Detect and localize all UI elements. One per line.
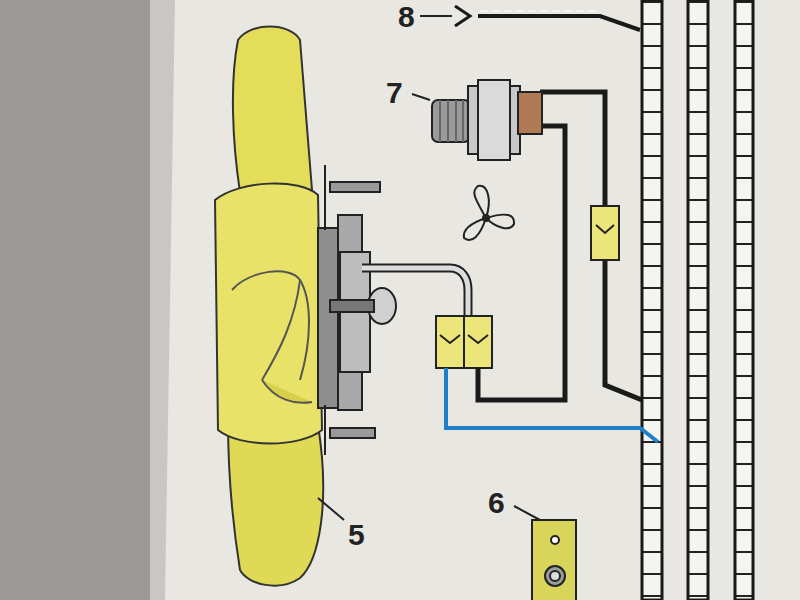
page-edge [150,0,175,600]
connector-8 [455,6,640,30]
wiring-harness [642,0,753,600]
ground-terminal [532,520,576,600]
motor-lead [362,268,468,318]
fan-impeller [215,27,323,586]
fan-symbol [464,186,514,240]
callout-number: 7 [386,78,403,108]
callout-number: 6 [488,488,505,518]
leader-lines [318,16,540,520]
black-wire [540,92,642,400]
temperature-switch [432,80,542,160]
callout-number: 8 [398,2,415,32]
motor-connector [436,316,492,368]
callout-number: 5 [348,520,365,550]
inline-connector [591,206,619,260]
mount-bolts [325,165,380,455]
black-wire [478,126,565,400]
fan-motor [318,165,396,455]
photo-background [0,0,150,600]
